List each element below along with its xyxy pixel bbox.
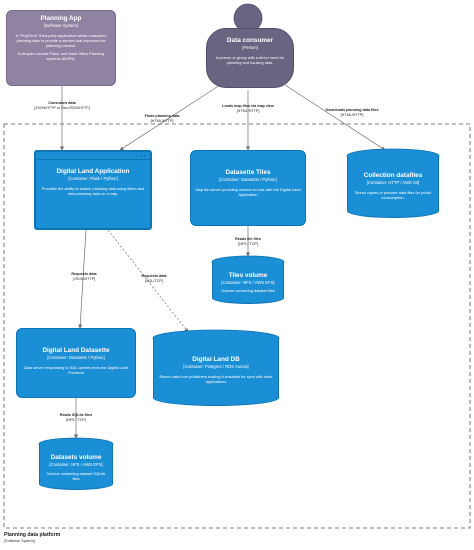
tiles-volume-type: [Container: NFS / AWS EFS] xyxy=(221,280,275,285)
edge-finds-planning-data xyxy=(119,84,221,151)
browser-bar xyxy=(36,152,150,160)
label-reads-sqlite-tech: [NFS / TCP] xyxy=(66,417,86,422)
datasets-volume-desc: Volume containing dataset SQLite files xyxy=(46,470,106,481)
data-consumer-box[interactable]: Data consumer [Person] A person or group… xyxy=(206,28,294,88)
collection-datafiles-desc: Stores copies of provider data files for… xyxy=(354,189,432,200)
label-requests-sql-tech: [SQL/TCP] xyxy=(145,278,163,283)
tiles-volume-cylinder[interactable] xyxy=(212,262,284,304)
system-boundary xyxy=(3,123,471,529)
collection-datafiles-text: Collection datafiles [Container: HTTP / … xyxy=(347,172,439,200)
boundary-type: [Software System] xyxy=(4,539,35,543)
tiles-volume-title: Tiles volume xyxy=(228,272,268,279)
data-consumer-type: [Person] xyxy=(242,45,258,50)
edge-requests-sql xyxy=(107,229,189,333)
digital-land-db-type: [Container: Postgres / RDS Aurora] xyxy=(183,364,249,369)
digital-land-datasette-title: Digital Land Datasette xyxy=(42,347,110,354)
planning-app-desc-2: Examples include PlanX and Back Office P… xyxy=(17,50,105,61)
label-consumes-data-name: Consumes data xyxy=(48,101,76,105)
digital-land-db-text: Digital Land DB [Container: Postgres / R… xyxy=(153,356,279,384)
datasette-tiles-desc: Map tile server providing vectors for us… xyxy=(195,186,301,197)
digital-land-application-box[interactable]: ● ● ● Digital Land Application [Containe… xyxy=(34,150,152,230)
label-requests-sql: Requests data [SQL/TCP] xyxy=(128,274,180,283)
label-downloads-files-name: Downloads planning data files xyxy=(325,108,379,112)
collection-datafiles-type: [Container: HTTP / AWS S3] xyxy=(366,180,420,185)
label-loads-map-tiles: Loads map tiles via map view [HTML/HTTP] xyxy=(216,104,280,113)
label-reads-tile-files: Reads tile files [NFS / TCP] xyxy=(222,237,274,246)
planning-app-desc: A "PropTech" third-party application whi… xyxy=(15,32,107,48)
digital-land-application-type: [Container: Flask / Python] xyxy=(68,176,118,181)
collection-datafiles-title: Collection datafiles xyxy=(363,172,423,179)
label-finds-planning-data-name: Finds planning data xyxy=(144,114,180,118)
tiles-volume-desc: Volume containing dataset tiles xyxy=(221,287,275,293)
planning-app-type: [Software System] xyxy=(44,23,78,28)
digital-land-db-title: Digital Land DB xyxy=(192,356,240,363)
digital-land-db-desc: Stores data from publishers making it av… xyxy=(159,373,273,384)
label-reads-tile-files-tech: [NFS / TCP] xyxy=(238,241,258,246)
datasets-volume-title: Datasets volume xyxy=(50,454,102,461)
label-loads-map-tiles-name: Loads map tiles via map view xyxy=(222,104,274,108)
edge-requests-json xyxy=(78,229,87,329)
digital-land-datasette-type: [Container: Datasette / Python] xyxy=(47,355,105,360)
datasette-tiles-title: Datasette Tiles xyxy=(225,169,271,176)
boundary-name: Planning data platform xyxy=(4,532,61,538)
label-finds-planning-data: Finds planning data [HTML/HTTP] xyxy=(132,114,192,123)
label-loads-map-tiles-tech: [HTML/HTTP] xyxy=(236,108,260,113)
label-requests-json-name: Requests data xyxy=(71,272,97,276)
label-requests-json-tech: [JSON/HTTP] xyxy=(72,276,96,281)
datasets-volume-cylinder[interactable] xyxy=(39,444,113,490)
planning-app-title: Planning App xyxy=(40,15,82,22)
browser-dots-icon: ● ● ● xyxy=(136,153,146,158)
digital-land-db-cylinder[interactable] xyxy=(153,338,279,406)
label-reads-sqlite-name: Reads SQLite files xyxy=(59,413,93,417)
label-requests-sql-name: Requests data xyxy=(141,274,167,278)
collection-datafiles-cylinder[interactable] xyxy=(347,156,439,218)
label-requests-json: Requests data [JSON/HTTP] xyxy=(58,272,110,281)
datasette-tiles-box[interactable]: Datasette Tiles [Container: Datasette / … xyxy=(190,150,306,226)
digital-land-datasette-box[interactable]: Digital Land Datasette [Container: Datas… xyxy=(16,328,136,398)
tiles-volume-text: Tiles volume [Container: NFS / AWS EFS] … xyxy=(212,272,284,293)
digital-land-datasette-desc: Data server responding to SQL queries fr… xyxy=(23,364,129,375)
datasets-volume-type: [Container: NFS / AWS EFS] xyxy=(49,462,103,467)
label-consumes-data: Consumes data [JSON/HTTP or GeoJSON/HTTP… xyxy=(22,101,102,110)
data-consumer-desc: A person or group with a direct need for… xyxy=(215,54,285,65)
edge-downloads-files xyxy=(284,84,386,151)
digital-land-application-title: Digital Land Application xyxy=(56,168,130,175)
planning-app-box[interactable]: Planning App [Software System] A "PropTe… xyxy=(6,10,116,86)
datasets-volume-text: Datasets volume [Container: NFS / AWS EF… xyxy=(39,454,113,481)
label-downloads-files-tech: [HTML/HTTP] xyxy=(340,112,364,117)
label-finds-planning-data-tech: [HTML/HTTP] xyxy=(150,118,174,123)
label-consumes-data-tech: [JSON/HTTP or GeoJSON/HTTP] xyxy=(34,105,90,110)
data-consumer-title: Data consumer xyxy=(226,37,274,44)
datasette-tiles-type: [Container: Datasette / Python] xyxy=(219,177,277,182)
label-reads-sqlite: Reads SQLite files [NFS / TCP] xyxy=(46,413,106,422)
label-reads-tile-files-name: Reads tile files xyxy=(235,237,261,241)
label-downloads-files: Downloads planning data files [HTML/HTTP… xyxy=(324,108,380,117)
digital-land-application-desc: Provides the ability to search planning … xyxy=(41,185,145,196)
